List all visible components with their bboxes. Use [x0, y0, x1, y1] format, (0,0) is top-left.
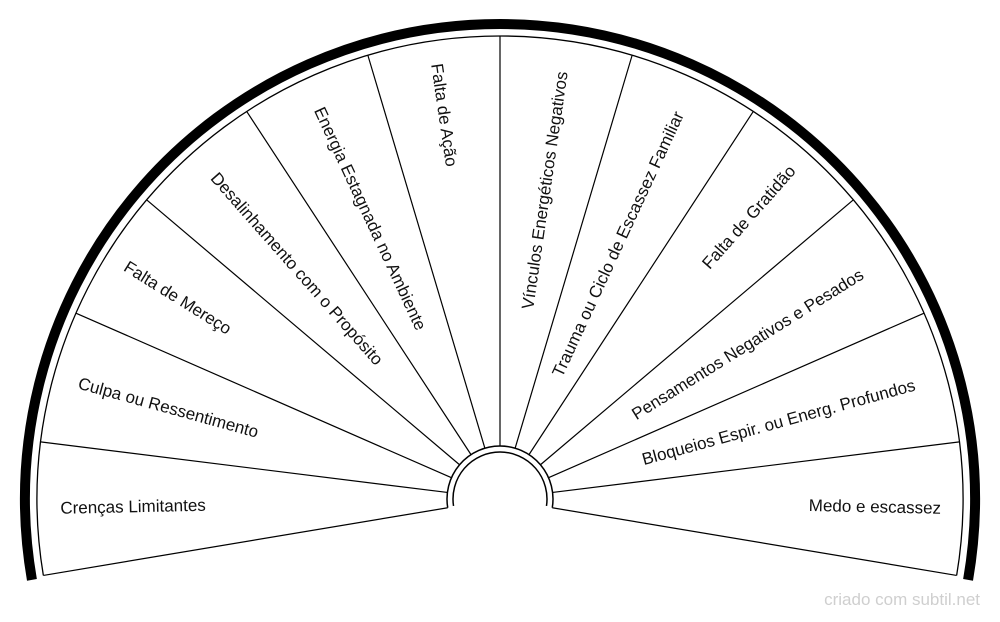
- outer-inner-arc: [36, 35, 964, 576]
- sector-divider-line: [540, 199, 854, 466]
- sector-divider-line: [367, 55, 486, 449]
- sector-label: Culpa ou Ressentimento: [76, 374, 261, 442]
- sector-dividers: [40, 36, 960, 577]
- sector-divider-line: [75, 312, 452, 479]
- sector-label: Falta de Mereço: [120, 257, 234, 338]
- hub-outer-arc: [446, 445, 554, 508]
- sector-label: Falta de Ação: [427, 62, 461, 168]
- sector-label: Medo e escassez: [809, 496, 942, 518]
- sector-divider-line: [246, 111, 472, 455]
- sector-divider-line: [146, 199, 460, 466]
- sector-divider-line: [528, 111, 754, 455]
- sector-label: Falta de Gratidão: [698, 162, 799, 273]
- credit-footer[interactable]: criado com subtil.net: [824, 590, 980, 609]
- sector-label: Crenças Limitantes: [60, 496, 206, 518]
- outer-border-arc: [20, 19, 980, 581]
- hub-inner-arc: [452, 451, 548, 507]
- sector-divider-line: [552, 507, 957, 577]
- sector-divider-line: [514, 55, 633, 449]
- sector-label: Vínculos Energéticos Negativos: [518, 70, 571, 310]
- sector-divider-line: [43, 507, 448, 577]
- sector-divider-line: [548, 312, 925, 479]
- sector-divider-line: [40, 441, 448, 494]
- sector-divider-line: [552, 441, 960, 494]
